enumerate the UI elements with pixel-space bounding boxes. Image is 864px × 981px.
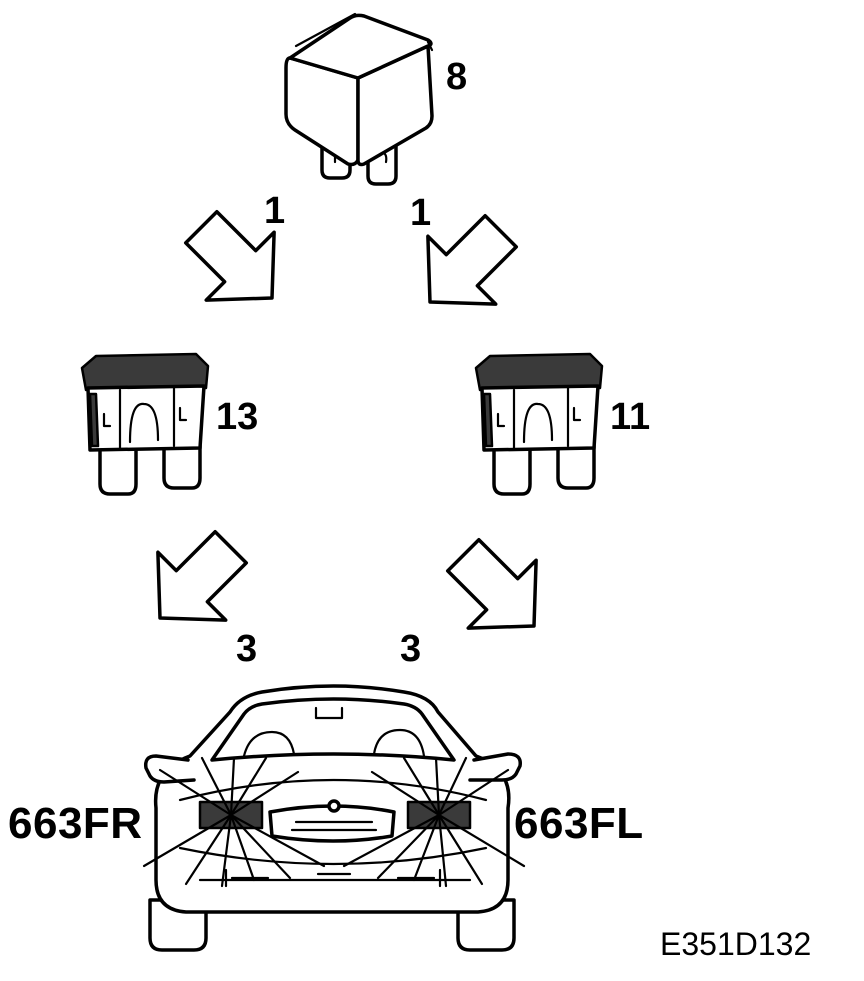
arrow-label-relay-left: 1 (264, 190, 286, 232)
arrow-label-car-right: 3 (400, 628, 422, 670)
arrow-relay-to-fuse-left (165, 191, 308, 334)
light-rays-left-lamp (342, 756, 526, 888)
lamp-label-right: 663FR (8, 799, 143, 848)
fuse-right-icon (474, 352, 604, 496)
fuse-right-label: 11 (610, 396, 651, 438)
arrow-label-car-left: 3 (236, 628, 258, 670)
figure-code: E351D132 (660, 926, 812, 962)
car-front-icon (142, 684, 526, 952)
fuse-left-icon (80, 352, 210, 496)
arrow-label-relay-right: 1 (410, 192, 432, 234)
relay-label: 8 (446, 56, 468, 98)
relay-icon (284, 12, 434, 186)
fuse-left-label: 13 (216, 396, 259, 438)
arrow-fuse-right-to-car (427, 519, 570, 662)
lamp-label-left: 663FL (514, 799, 644, 848)
light-rays-right-lamp (142, 756, 326, 888)
